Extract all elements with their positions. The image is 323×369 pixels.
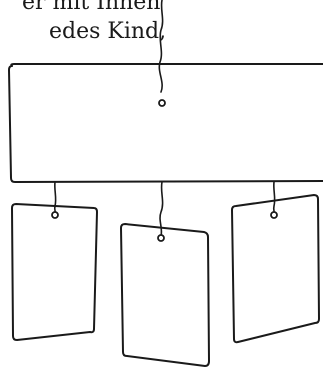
crossbar-hole — [158, 99, 166, 107]
middle-pendant-string — [159, 181, 164, 237]
right-pendant-hole — [270, 211, 278, 219]
right-pendant-string — [272, 181, 276, 216]
left-pendant-string — [53, 181, 57, 215]
text-fragment-line-2: edes Kind, — [49, 19, 167, 44]
left-pendant-card — [11, 203, 98, 341]
right-pendant-card — [231, 194, 320, 344]
crossbar-card — [8, 63, 323, 183]
left-pendant-hole — [51, 211, 59, 219]
middle-pendant-hole — [157, 234, 165, 242]
top-hanging-string — [158, 0, 164, 93]
text-fragment-line-1: er mit Ihnen — [22, 0, 161, 15]
middle-pendant-card — [120, 223, 210, 367]
